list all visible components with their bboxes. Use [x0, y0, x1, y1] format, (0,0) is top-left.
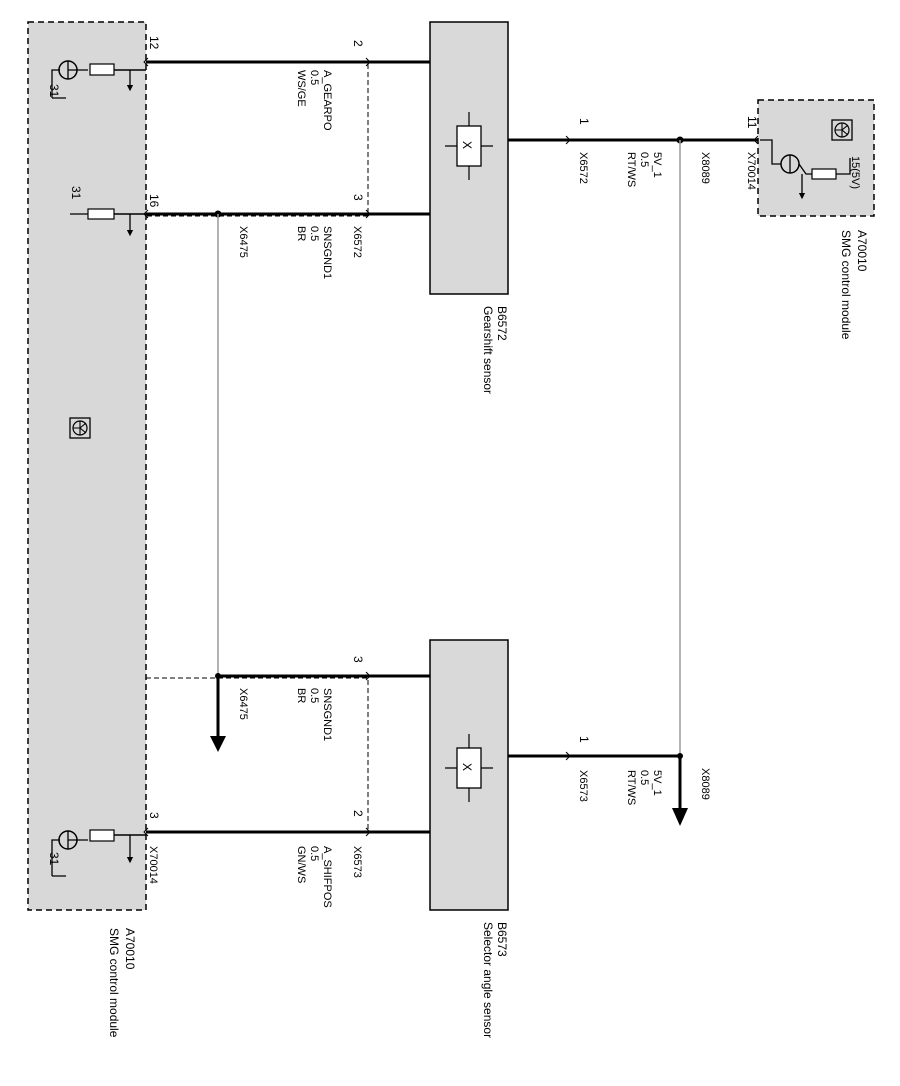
connector-label: X6573 [351, 846, 363, 878]
svg-text:X: X [460, 141, 474, 149]
pin-number: 3 [351, 656, 365, 663]
pin-number: 16 [147, 194, 161, 208]
pin-number: 3 [147, 812, 161, 819]
sensor-icon: X [445, 112, 493, 180]
svg-text:BR: BR [295, 688, 307, 703]
wire-label-supply-bottom: 5V_1 0.5 RT/WS [625, 770, 663, 805]
svg-text:0.5: 0.5 [308, 688, 320, 703]
wires [143, 57, 430, 837]
svg-text:BR: BR [295, 226, 307, 241]
pin-number: 2 [351, 810, 365, 817]
connector-label: X70014 [745, 152, 757, 190]
pin-number: 12 [147, 36, 161, 50]
splice-label: X8089 [699, 768, 711, 800]
transistor-icon [51, 829, 146, 877]
svg-text:RT/WS: RT/WS [625, 152, 637, 187]
svg-text:5V_1: 5V_1 [651, 152, 663, 178]
splice-label: X8089 [699, 152, 711, 184]
sensor-name: Gearshift sensor [481, 306, 495, 394]
svg-text:A_SHIFPOS: A_SHIFPOS [321, 846, 333, 908]
splice-label: X6475 [237, 688, 249, 720]
splice-label: X6475 [237, 226, 249, 258]
connector-label: X6572 [577, 152, 589, 184]
svg-text:X: X [460, 763, 474, 771]
ground-resistor [70, 208, 146, 237]
selector-angle-sensor: X B6573 Selector angle sensor [429, 639, 509, 1038]
left-module-box [27, 21, 147, 911]
connector-outline [146, 677, 369, 833]
module-code: A70010 [123, 928, 137, 970]
ground-label: 31 [69, 186, 83, 200]
transistor-icon [760, 139, 851, 200]
svg-text:0.5: 0.5 [308, 226, 320, 241]
wire-label-snsgnd-top: SNSGND1 0.5 BR [295, 226, 333, 279]
pin-number: 1 [577, 118, 591, 125]
svg-text:WS/GE: WS/GE [295, 70, 307, 107]
arrow-icon [210, 736, 226, 752]
right-smg-control-module: 15(5V) 11 X70014 A70010 SMG control modu… [745, 99, 875, 340]
ground-label: 31 [47, 852, 61, 866]
ground-label: 31 [47, 84, 61, 98]
module-name: SMG control module [839, 230, 853, 340]
svg-text:SNSGND1: SNSGND1 [321, 226, 333, 279]
connector-label: X70014 [147, 846, 159, 884]
module-name: SMG control module [107, 928, 121, 1038]
gearshift-sensor: X B6572 Gearshift sensor [429, 21, 509, 394]
connector-label: X6572 [351, 226, 363, 258]
sensor-code: B6573 [495, 922, 509, 957]
sensor-code: B6572 [495, 306, 509, 341]
control-module-icon [69, 417, 91, 439]
svg-text:0.5: 0.5 [638, 152, 650, 167]
svg-text:0.5: 0.5 [638, 770, 650, 785]
svg-text:GN/WS: GN/WS [295, 846, 307, 883]
module-code: A70010 [855, 230, 869, 272]
arrow-icon [672, 808, 688, 826]
pin-number: 1 [577, 736, 591, 743]
sensor-box [429, 639, 509, 911]
wire-label-shifpos: A_SHIFPOS 0.5 GN/WS [295, 846, 333, 908]
supply-label: 15(5V) [849, 156, 861, 189]
right-module-box [757, 99, 875, 217]
connector-label: X6573 [577, 770, 589, 802]
transistor-icon [51, 60, 146, 99]
svg-text:SNSGND1: SNSGND1 [321, 688, 333, 741]
sensor-name: Selector angle sensor [481, 922, 495, 1038]
connector-outline [146, 61, 369, 217]
control-module-icon [831, 119, 853, 141]
sensor-icon: X [445, 734, 493, 802]
svg-text:0.5: 0.5 [308, 846, 320, 861]
svg-text:RT/WS: RT/WS [625, 770, 637, 805]
left-smg-control-module: 31 31 31 12 16 3 X70014 A70010 SMG contr… [27, 21, 161, 1038]
wire-label-gearpo: A_GEARPO 0.5 WS/GE [295, 70, 333, 131]
pin-number: 2 [351, 40, 365, 47]
wire-label-snsgnd-bottom: SNSGND1 0.5 BR [295, 688, 333, 741]
pin-number: 11 [745, 116, 759, 129]
supply-wires [508, 135, 760, 826]
pin-number: 3 [351, 194, 365, 201]
svg-text:0.5: 0.5 [308, 70, 320, 85]
svg-text:5V_1: 5V_1 [651, 770, 663, 796]
wire-label-supply-top: 5V_1 0.5 RT/WS [625, 152, 663, 187]
svg-text:A_GEARPO: A_GEARPO [321, 70, 333, 131]
